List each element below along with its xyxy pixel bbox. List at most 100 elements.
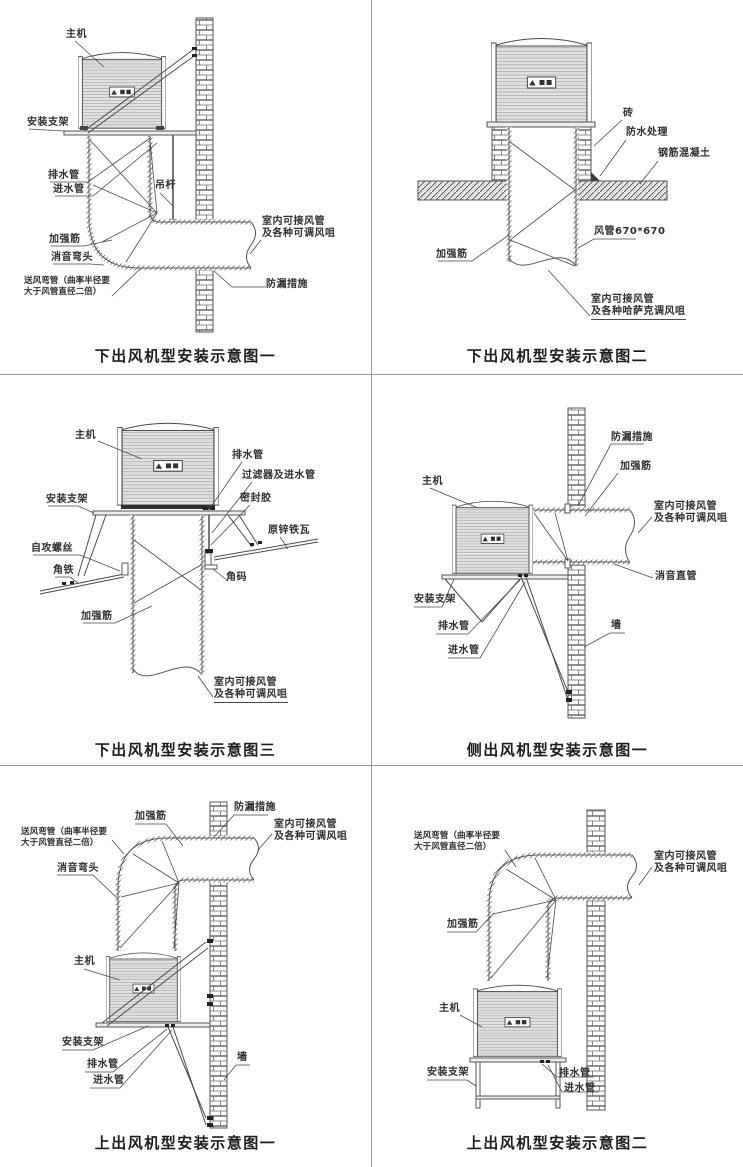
label-indoor-duct-1: 室内可接风管 — [274, 819, 337, 830]
label-stiffener: 加强筋 — [436, 249, 468, 260]
turning-vanes — [490, 857, 557, 979]
label-corner-bracket: 角码 — [226, 572, 247, 583]
leader-lines — [28, 40, 266, 297]
label-drain-pipe: 排水管 — [438, 621, 470, 632]
filter-inlet-pipe — [205, 515, 213, 553]
label-leakproof: 防漏措施 — [234, 802, 276, 813]
panel-title: 下出风机型安装示意图一 — [94, 347, 277, 365]
concrete-slab — [417, 180, 668, 201]
label-bracket: 安装支架 — [46, 494, 88, 505]
label-indoor-duct-2: 及各种可调风咀 — [214, 689, 288, 703]
leader-lines — [438, 119, 659, 317]
label-reinforced-concrete: 钢筋混凝土 — [658, 148, 711, 159]
support-braces — [77, 514, 259, 577]
panel4-drawing — [414, 407, 654, 719]
label-inlet-pipe: 进水管 — [53, 184, 85, 195]
wall-anchors — [207, 939, 213, 1127]
label-indoor-duct-1: 室内可接风管 — [654, 501, 717, 512]
panel1-drawing — [28, 17, 266, 333]
roof-sheets — [39, 538, 319, 595]
divider-horizontal-1 — [0, 374, 743, 375]
label-inlet-pipe: 进水管 — [448, 645, 480, 656]
label-brick: 砖 — [623, 108, 634, 119]
label-silencer-straight: 消音直管 — [655, 571, 697, 582]
waterproof-fillet — [591, 172, 600, 181]
label-screws: 自攻螺丝 — [31, 543, 73, 554]
hanger-rod — [169, 135, 177, 222]
label-bracket: 安装支架 — [414, 594, 456, 605]
label-supply-bend-1: 送风弯管（曲率半径要 — [21, 827, 107, 837]
label-wall: 墙 — [237, 1052, 248, 1063]
support-braces — [444, 578, 521, 623]
label-indoor-duct-2: 及各种可调风咀 — [654, 513, 728, 524]
label-bracket: 安装支架 — [62, 1037, 104, 1048]
mounting-bracket — [95, 1022, 211, 1028]
turning-vanes — [119, 840, 180, 949]
label-supply-bend-1: 送风弯管（曲率半径要 — [414, 831, 500, 841]
divider-horizontal-2 — [0, 765, 743, 766]
brick-wall — [567, 407, 586, 719]
label-indoor-duct-1: 室内可接风管 — [262, 216, 325, 227]
panel-side-outlet-1: 主机 防漏措施 加强筋 室内可接风管 及各种可调风咀 消音直管 安装支架 排水管… — [372, 375, 743, 765]
label-main-unit: 主机 — [74, 956, 95, 967]
label-bracket: 安装支架 — [27, 117, 69, 128]
leader-lines — [33, 440, 289, 698]
cooler-unit — [452, 500, 533, 574]
water-pipe-fittings — [540, 1060, 550, 1063]
panel-bottom-outlet-1: 主机 安装支架 排水管 进水管 吊杆 加强筋 消音弯头 送风弯管（曲率半径要 大… — [0, 0, 371, 374]
brick-wall — [586, 809, 606, 1111]
cooler-unit — [486, 37, 596, 128]
label-drain-pipe: 排水管 — [559, 1068, 591, 1079]
wall-brace-rod — [101, 941, 209, 1027]
label-drain-pipe: 排水管 — [48, 170, 80, 181]
label-waterproofing: 防水处理 — [626, 127, 668, 138]
label-wall: 墙 — [611, 620, 622, 631]
label-drain-pipe: 排水管 — [87, 1059, 119, 1070]
panel3-drawing — [33, 422, 319, 698]
label-leakproof: 防漏措施 — [611, 432, 653, 443]
label-indoor-duct-1: 室内可接风管 — [214, 677, 277, 688]
label-hanger-rod: 吊杆 — [155, 180, 176, 191]
divider-vertical — [371, 0, 372, 1167]
label-bracket: 安装支架 — [427, 1067, 469, 1078]
label-main-unit: 主机 — [75, 430, 96, 441]
leader-lines — [414, 443, 654, 659]
vertical-duct — [506, 127, 579, 267]
label-silencer-elbow: 消音弯头 — [51, 252, 93, 263]
label-zinc-sheet: 原锌铁瓦 — [268, 525, 310, 536]
panel-top-outlet-2: 送风弯管（曲率半径要 大于风管直径二倍） 室内可接风管 及各种可调风咀 加强筋 … — [372, 766, 743, 1167]
duct-stiffeners — [509, 141, 576, 267]
brick-piers — [491, 126, 600, 182]
panel-title: 侧出风机型安装示意图一 — [466, 741, 649, 759]
cooler-unit — [473, 984, 562, 1057]
panel2-drawing — [417, 37, 668, 317]
water-pipes — [165, 1024, 207, 1126]
brick-wall — [195, 17, 214, 333]
screw-fasteners — [62, 507, 262, 585]
water-pipes — [518, 574, 572, 702]
cooler-unit — [78, 52, 166, 130]
label-stiffener: 加强筋 — [135, 811, 167, 822]
label-drain-pipe: 排水管 — [232, 450, 264, 461]
label-stiffener: 加强筋 — [49, 234, 81, 245]
label-leakproof: 防漏措施 — [266, 279, 308, 290]
mounting-bracket — [63, 130, 197, 136]
panel5-drawing — [57, 801, 273, 1129]
panel6-drawing — [427, 809, 653, 1111]
label-stiffener: 加强筋 — [81, 611, 113, 622]
label-supply-bend-2: 大于风管直径二倍） — [414, 842, 492, 852]
label-main-unit: 主机 — [422, 476, 443, 487]
label-angle-iron: 角铁 — [53, 565, 74, 576]
duct-stiffeners — [533, 512, 569, 562]
panel-bottom-outlet-2: 砖 防水处理 钢筋混凝土 风管670*670 加强筋 室内可接风管 及各种哈萨克… — [372, 0, 743, 374]
duct-elbow — [486, 852, 637, 981]
label-sealant: 密封胶 — [240, 493, 272, 504]
angle-brackets — [121, 552, 218, 576]
label-duct-size: 风管670*670 — [594, 226, 666, 237]
label-filter-inlet: 过滤器及进水管 — [242, 470, 316, 481]
label-indoor-duct-1: 室内可接风管 — [654, 851, 717, 862]
panel-title: 下出风机型安装示意图三 — [94, 741, 277, 759]
panel-bottom-outlet-3: 主机 排水管 过滤器及进水管 安装支架 密封胶 原锌铁瓦 自攻螺丝 角铁 角码 … — [0, 375, 371, 765]
label-silencer-elbow: 消音弯头 — [57, 863, 99, 874]
